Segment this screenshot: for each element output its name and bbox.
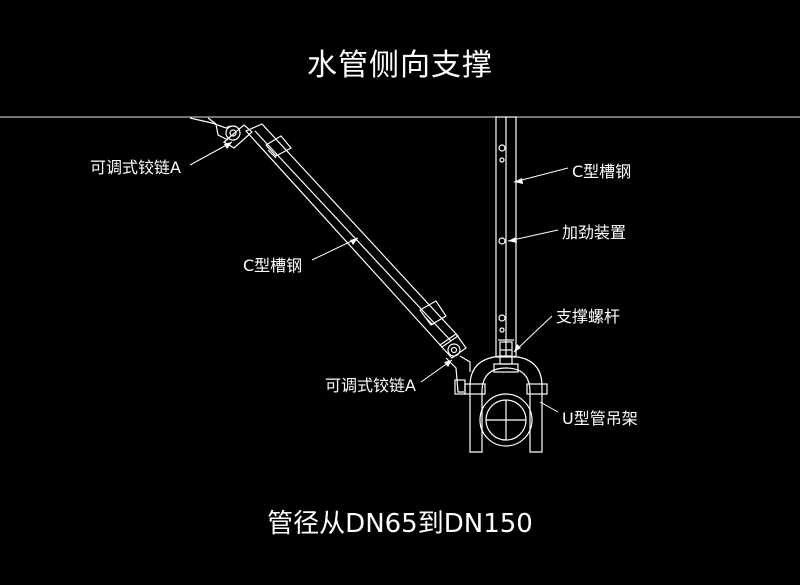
bottom-hinge (439, 333, 471, 395)
label-support-rod: 支撑螺杆 (556, 307, 621, 326)
label-hinge-top: 可调式铰链A (90, 158, 181, 177)
leader-arrowheads (224, 142, 523, 367)
top-hinge (189, 117, 253, 149)
u-pipe-hanger (464, 355, 548, 453)
diagonal-c-channel (244, 123, 459, 348)
vertical-c-channel (495, 116, 517, 358)
diagram-title: 水管侧向支撑 (307, 48, 493, 83)
label-u-hanger: U型管吊架 (562, 409, 638, 428)
label-c-channel-vertical: C型槽钢 (572, 162, 632, 181)
label-hinge-bottom: 可调式铰链A (325, 376, 416, 395)
label-stiffener: 加劲装置 (562, 223, 627, 242)
label-c-channel-diagonal: C型槽钢 (243, 256, 303, 275)
pipe-size-range: 管径从DN65到DN150 (267, 509, 533, 539)
